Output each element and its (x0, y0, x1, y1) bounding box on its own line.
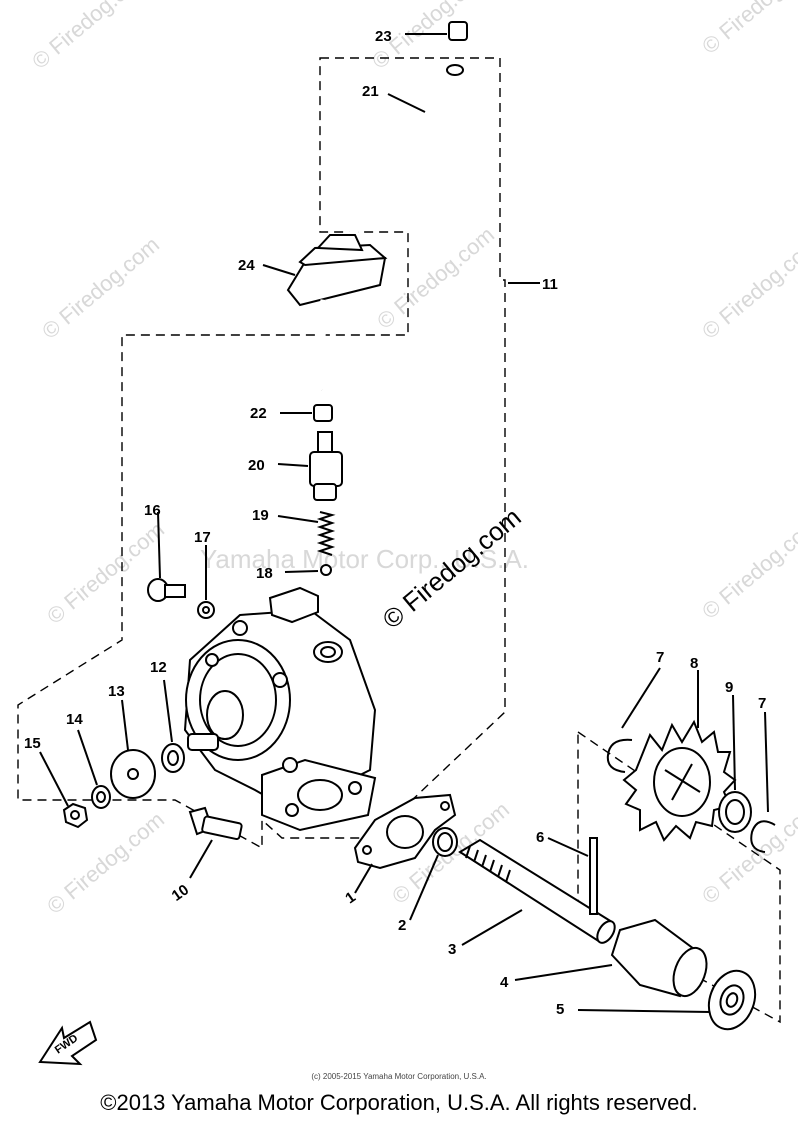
callout-2: 2 (398, 917, 406, 934)
part-17-washer (197, 545, 215, 619)
part-19-spring (277, 511, 336, 556)
pump-body (183, 586, 377, 832)
callout-labels: 23 21 24 11 22 20 19 18 16 17 12 13 14 1… (24, 28, 766, 1018)
small-copyright: (c) 2005-2015 Yamaha Motor Corporation, … (311, 1072, 487, 1081)
part-9-washer (718, 694, 752, 833)
part-10-bolt (188, 806, 243, 879)
part-18-ball (284, 564, 332, 576)
part-7-circlip (606, 667, 661, 773)
callout-17: 17 (194, 529, 211, 546)
part-16-screw (147, 511, 186, 602)
callout-5: 5 (556, 1001, 564, 1018)
watermark-site: © Firedog.com (37, 232, 164, 344)
callout-15: 15 (24, 735, 41, 752)
part-6-pin (547, 837, 598, 915)
part-14-washer (77, 729, 111, 809)
watermark-site: © Firedog.com (42, 807, 169, 919)
watermark-company: Yamaha Motor Corp., U.S.A. (200, 544, 529, 574)
callout-3: 3 (448, 941, 456, 958)
part-15-nut (39, 751, 89, 829)
callout-11: 11 (542, 276, 558, 293)
callout-9: 9 (725, 679, 733, 696)
lower-hose (316, 299, 330, 391)
callout-10: 10 (169, 881, 192, 904)
part-1-gasket (353, 793, 457, 894)
watermark-site: © Firedog.com (697, 512, 798, 624)
callout-16: 16 (144, 502, 161, 519)
callout-7b: 7 (758, 695, 766, 712)
callout-20: 20 (248, 457, 265, 474)
copyright-footer: ©2013 Yamaha Motor Corporation, U.S.A. A… (100, 1090, 698, 1115)
callout-6: 6 (536, 829, 544, 846)
part-23-cap (405, 21, 468, 41)
callout-13: 13 (108, 683, 125, 700)
part-20-banjo (277, 431, 343, 501)
callout-8: 8 (690, 655, 698, 672)
watermark-site: © Firedog.com (372, 222, 499, 334)
fwd-arrow: FWD (38, 1020, 98, 1066)
part-4-collar (514, 918, 708, 998)
callout-7a: 7 (656, 649, 664, 666)
watermark-site: © Firedog.com (697, 0, 798, 59)
part-2-oring (409, 827, 458, 921)
callout-21: 21 (362, 83, 379, 100)
callout-4: 4 (500, 974, 509, 991)
callout-22: 22 (250, 405, 267, 422)
callout-18: 18 (256, 565, 273, 582)
callout-24: 24 (238, 257, 255, 274)
part-12-washer (161, 679, 185, 773)
callout-12: 12 (150, 659, 167, 676)
part-5-bearing (577, 969, 757, 1031)
part-22-clip (280, 404, 333, 422)
callout-19: 19 (252, 507, 269, 524)
part-21-pipe (345, 64, 464, 255)
watermark-site: © Firedog.com (42, 517, 169, 629)
callout-14: 14 (66, 711, 83, 728)
part-24-grommet (262, 234, 388, 307)
part-7-circlip (750, 711, 776, 853)
watermark-site: © Firedog.com (697, 232, 798, 344)
callout-23: 23 (375, 28, 392, 45)
part-13-plate-washer (110, 699, 156, 799)
part-3-shaft (458, 838, 616, 946)
watermark-site: © Firedog.com (27, 0, 154, 74)
part-8-gear (622, 670, 737, 842)
